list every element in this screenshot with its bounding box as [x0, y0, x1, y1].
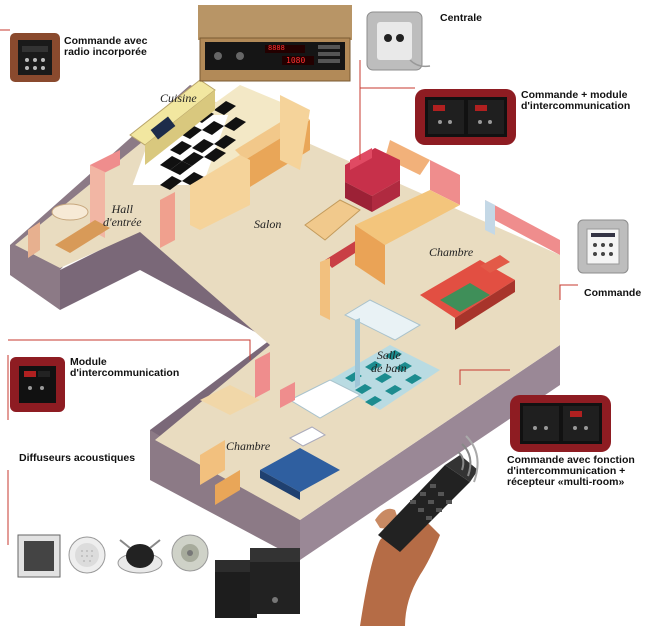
device-central-unit — [198, 5, 352, 82]
label-line: récepteur «multi-room» — [507, 476, 625, 488]
device-commande-radio — [10, 33, 60, 82]
centrale-display-main: 1080 — [286, 56, 306, 65]
label-line: Module — [70, 356, 107, 368]
label-commande: Commande — [584, 287, 642, 299]
room-salon: Salon — [254, 217, 282, 231]
device-module-intercom — [10, 357, 65, 412]
label-diffuseurs: Diffuseurs acoustiques — [19, 452, 136, 464]
floor-plan — [10, 79, 560, 560]
label-line: Commande + module — [521, 89, 628, 101]
room-cuisine: Cuisine — [160, 91, 197, 105]
room-line: Salle — [376, 348, 401, 362]
label-line: d'intercommunication + — [507, 465, 626, 477]
label-commande-radio: Commande avec radio incorporée — [64, 36, 147, 58]
label-line: radio incorporée — [64, 46, 147, 58]
label-line: d'intercommunication — [70, 367, 180, 379]
label-line: Commande avec fonction — [507, 454, 635, 466]
room-chambre-2: Chambre — [226, 439, 271, 453]
room-chambre-1: Chambre — [429, 245, 474, 259]
device-commande — [577, 219, 629, 274]
remote-control — [360, 435, 479, 626]
device-centrale — [366, 11, 431, 71]
label-commande-fonction: Commande avec fonction d'intercommunicat… — [507, 455, 635, 488]
device-commande-fonction — [510, 395, 611, 452]
label-line: d'intercommunication — [521, 100, 631, 112]
centrale-display-top: 8888 — [268, 44, 285, 52]
device-commande-module — [415, 89, 516, 145]
room-salle-de-bain: Salle de bain — [371, 349, 407, 375]
leader-lines — [0, 29, 578, 545]
room-line: de bain — [371, 361, 407, 375]
label-line: Commande avec — [64, 35, 148, 47]
speakers — [17, 534, 300, 618]
room-line: d'entrée — [103, 215, 142, 229]
room-hall: Hall d'entrée — [103, 203, 142, 229]
label-centrale: Centrale — [440, 12, 483, 24]
room-line: Hall — [111, 202, 133, 216]
label-commande-module: Commande + module d'intercommunication — [521, 90, 630, 112]
label-module: Module d'intercommunication — [70, 357, 179, 379]
